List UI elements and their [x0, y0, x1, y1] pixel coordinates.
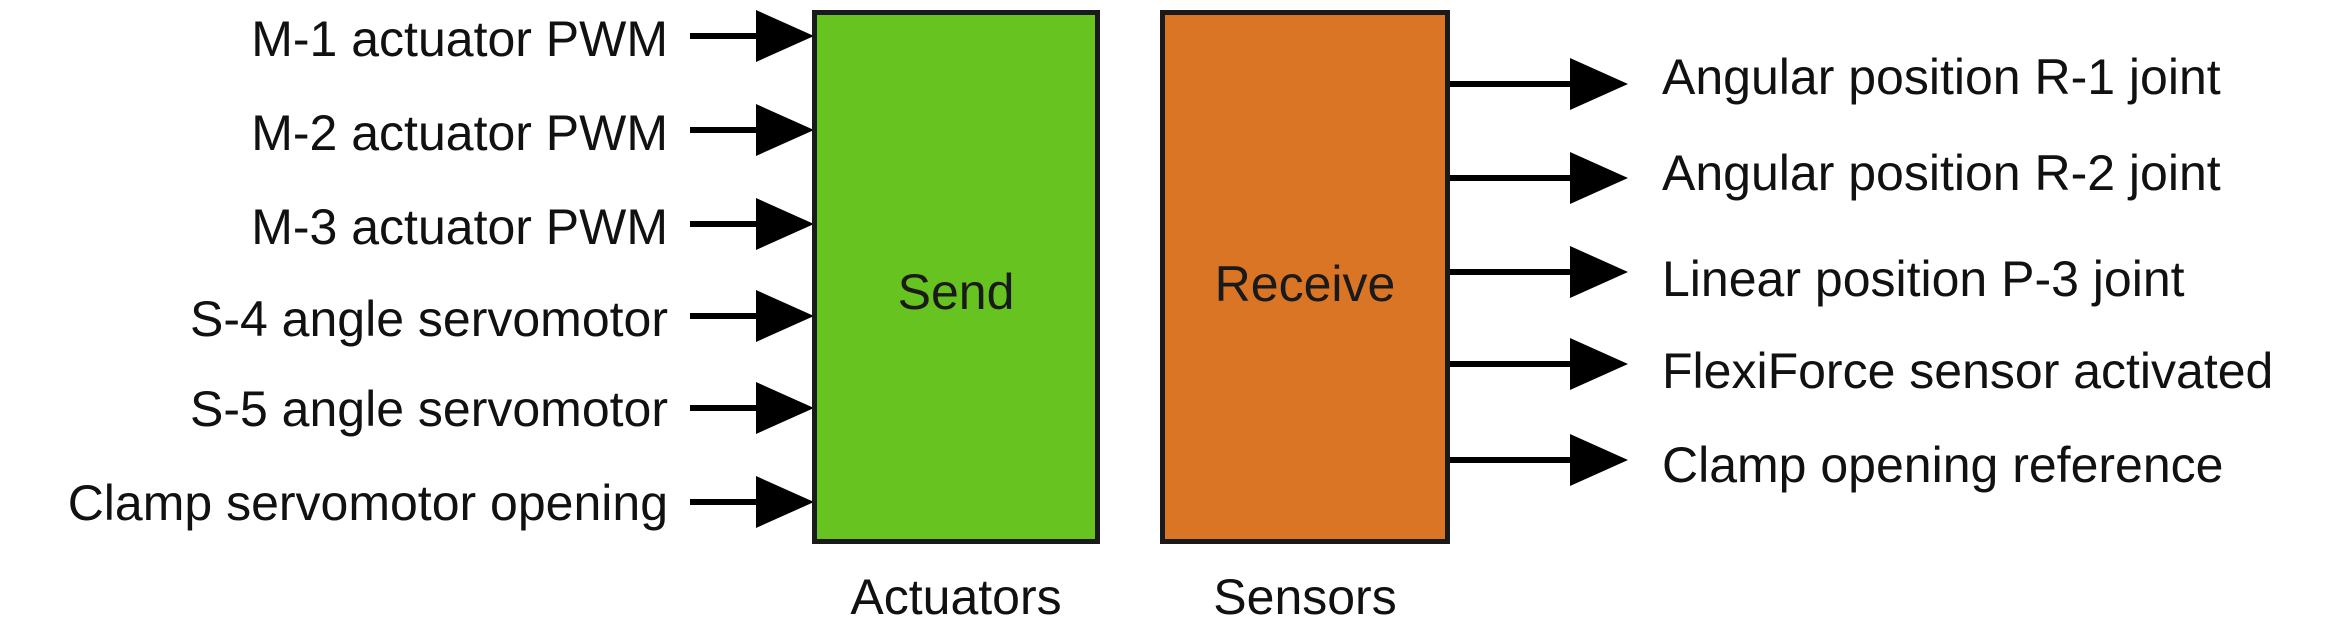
receive-block-caption: Sensors [1213, 569, 1397, 625]
input-label-m3: M-3 actuator PWM [251, 199, 668, 255]
output-arrow-5 [1450, 434, 1628, 486]
send-block-caption: Actuators [850, 569, 1062, 625]
output-arrow-4 [1450, 338, 1628, 390]
input-label-m2: M-2 actuator PWM [251, 105, 668, 161]
input-arrow-4 [690, 290, 814, 342]
input-arrow-6 [690, 476, 814, 528]
output-label-clamp-ref: Clamp opening reference [1662, 437, 2224, 493]
output-arrow-1 [1450, 58, 1628, 110]
send-block-title: Send [897, 264, 1015, 320]
output-arrow-3 [1450, 246, 1628, 298]
output-arrows [1450, 58, 1628, 486]
receive-block-title: Receive [1214, 256, 1396, 312]
input-label-clamp: Clamp servomotor opening [67, 475, 668, 531]
input-arrow-5 [690, 382, 814, 434]
input-arrows [690, 10, 814, 528]
input-label-s4: S-4 angle servomotor [189, 291, 668, 347]
input-label-m1: M-1 actuator PWM [251, 11, 668, 67]
input-arrow-2 [690, 104, 814, 156]
output-arrow-2 [1450, 152, 1628, 204]
output-label-r2: Angular position R-2 joint [1662, 145, 2221, 201]
output-label-p3: Linear position P-3 joint [1662, 251, 2185, 307]
input-arrow-3 [690, 198, 814, 250]
output-label-r1: Angular position R-1 joint [1662, 49, 2221, 105]
input-label-s5: S-5 angle servomotor [189, 381, 668, 437]
receive-block: Receive [1160, 10, 1450, 544]
output-label-flexiforce: FlexiForce sensor activated [1662, 343, 2274, 399]
input-arrow-1 [690, 10, 814, 62]
send-block: Send [812, 10, 1100, 544]
